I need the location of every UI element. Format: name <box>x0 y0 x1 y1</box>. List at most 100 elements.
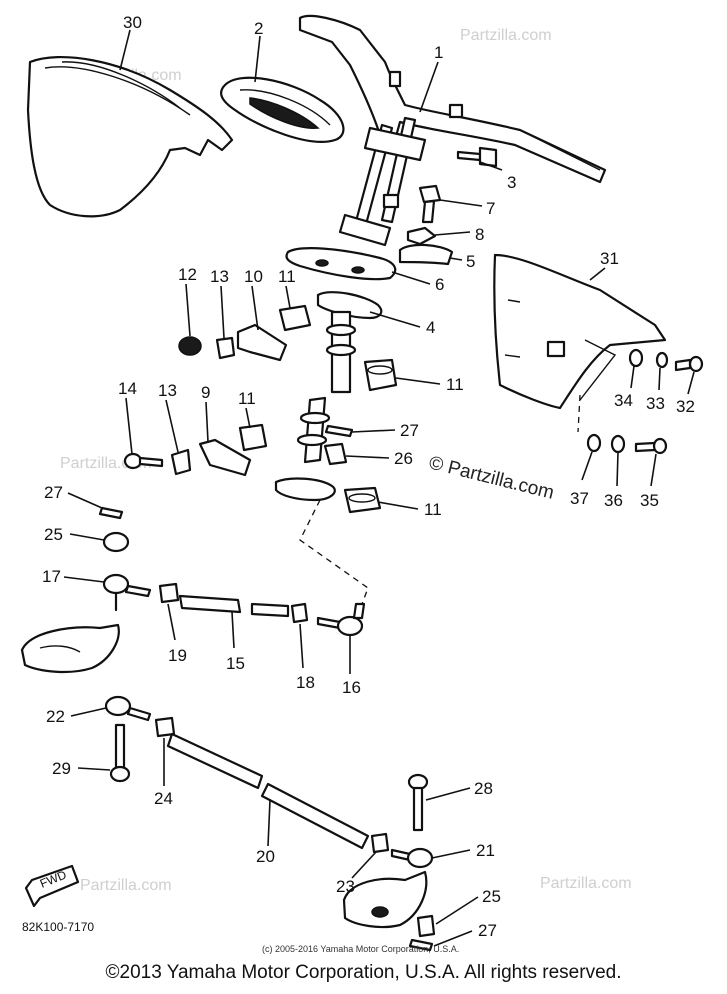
callout-29: 29 <box>52 759 71 778</box>
part-18-nut <box>290 602 309 624</box>
callout-6: 6 <box>435 275 444 294</box>
callout-13: 13 <box>210 267 229 286</box>
callout-8: 8 <box>475 225 484 244</box>
part-3-bolt <box>456 146 498 168</box>
part-20-rod <box>166 732 370 850</box>
callout-36: 36 <box>604 491 623 510</box>
part-4-steering-column <box>274 291 383 502</box>
part-35-bolt <box>634 437 668 455</box>
part-5-clamp <box>398 243 454 266</box>
part-37-washer <box>586 433 602 453</box>
callout-34: 34 <box>614 391 633 410</box>
callout-11: 11 <box>446 375 464 394</box>
leader-lines <box>63 29 695 947</box>
watermark-faint: Partzilla.com <box>460 27 552 44</box>
callout-19: 19 <box>168 646 187 665</box>
callout-27: 27 <box>400 421 419 440</box>
callout-25: 25 <box>482 887 501 906</box>
part-25-nut <box>416 914 436 938</box>
watermark-faint: Partzilla.com <box>540 875 632 892</box>
callout-3: 3 <box>507 173 516 192</box>
watermark-faint: Partzilla.com <box>80 877 172 894</box>
part-22-rod-end <box>104 695 152 722</box>
part-36-washer <box>610 434 626 454</box>
callout-15: 15 <box>226 654 245 673</box>
callout-35: 35 <box>640 491 659 510</box>
part-11-bushing <box>343 486 382 514</box>
part-27-screw <box>408 938 434 952</box>
part-26-nut <box>323 442 348 466</box>
part-13-clip <box>215 336 236 360</box>
part-13-clip <box>170 448 192 476</box>
callout-25: 25 <box>44 525 63 544</box>
part-27-screw <box>98 506 124 520</box>
callout-31: 31 <box>600 249 619 268</box>
linkage-arm <box>20 623 120 674</box>
callout-27: 27 <box>44 483 63 502</box>
callout-24: 24 <box>154 789 173 808</box>
part-8-nut <box>406 226 437 246</box>
part-32-bolt <box>674 355 704 373</box>
callout-4: 4 <box>426 318 435 337</box>
callout-14: 14 <box>118 379 137 398</box>
part-9-bracket <box>198 438 252 477</box>
callout-23: 23 <box>336 877 355 896</box>
callout-28: 28 <box>474 779 493 798</box>
callout-32: 32 <box>676 397 695 416</box>
partzilla-watermark: © Partzilla.com <box>427 452 556 503</box>
callout-22: 22 <box>46 707 65 726</box>
callout-12: 12 <box>178 265 197 284</box>
part-21-rod-end <box>390 847 434 869</box>
part-31-side-cover <box>493 253 667 410</box>
part-2-ring <box>220 76 345 143</box>
part-30-handlebar-cover <box>26 56 234 218</box>
part-27-bolt <box>324 424 354 438</box>
part-10-bracket <box>236 323 288 362</box>
drawing-code: 82K100-7170 <box>22 920 94 934</box>
fine-print-copyright: (c) 2005-2016 Yamaha Motor Corporation, … <box>262 944 459 954</box>
callout-1: 1 <box>434 43 443 62</box>
callout-33: 33 <box>646 394 665 413</box>
callout-30: 30 <box>123 13 142 32</box>
linkage-arm <box>342 870 428 929</box>
callout-9: 9 <box>201 383 210 402</box>
callout-17: 17 <box>42 567 61 586</box>
callout-11: 11 <box>424 500 442 519</box>
part-15-rod <box>178 594 242 614</box>
callout-27: 27 <box>478 921 497 940</box>
part-6-plate <box>285 247 397 281</box>
part-33-washer <box>655 351 669 369</box>
part-34-washer <box>628 348 644 368</box>
callout-11: 11 <box>278 267 296 286</box>
callout-7: 7 <box>486 199 495 218</box>
part-23-nut <box>370 832 390 854</box>
fwd-arrow-icon: FWD <box>24 864 80 908</box>
part-15-rod <box>250 602 290 618</box>
part-17-rod-end <box>102 573 152 612</box>
callout-16: 16 <box>342 678 361 697</box>
part-11-bushing <box>278 304 312 332</box>
part-25-nut <box>102 531 130 553</box>
part-1-handlebar <box>298 14 607 247</box>
part-16-rod-end <box>316 602 366 637</box>
assembly-guide-line <box>577 394 581 433</box>
callout-37: 37 <box>570 489 589 508</box>
callout-5: 5 <box>466 252 475 271</box>
callout-26: 26 <box>394 449 413 468</box>
part-19-nut <box>158 582 180 604</box>
callout-21: 21 <box>476 841 495 860</box>
callout-20: 20 <box>256 847 275 866</box>
callout-labels: 30 2 1 3 7 8 5 6 31 12 13 10 11 4 11 14 … <box>42 13 695 940</box>
callout-18: 18 <box>296 673 315 692</box>
footer-copyright: ©2013 Yamaha Motor Corporation, U.S.A. A… <box>105 962 622 983</box>
part-7-bolt <box>418 184 442 224</box>
part-11-bushing <box>238 423 268 452</box>
part-28-bolt <box>407 773 429 832</box>
callout-10: 10 <box>244 267 263 286</box>
part-11-bushing <box>363 358 398 392</box>
callout-2: 2 <box>254 19 263 38</box>
part-29-bolt <box>109 723 131 783</box>
part-14-bolt <box>123 452 164 470</box>
part-12-grommet <box>178 336 202 356</box>
